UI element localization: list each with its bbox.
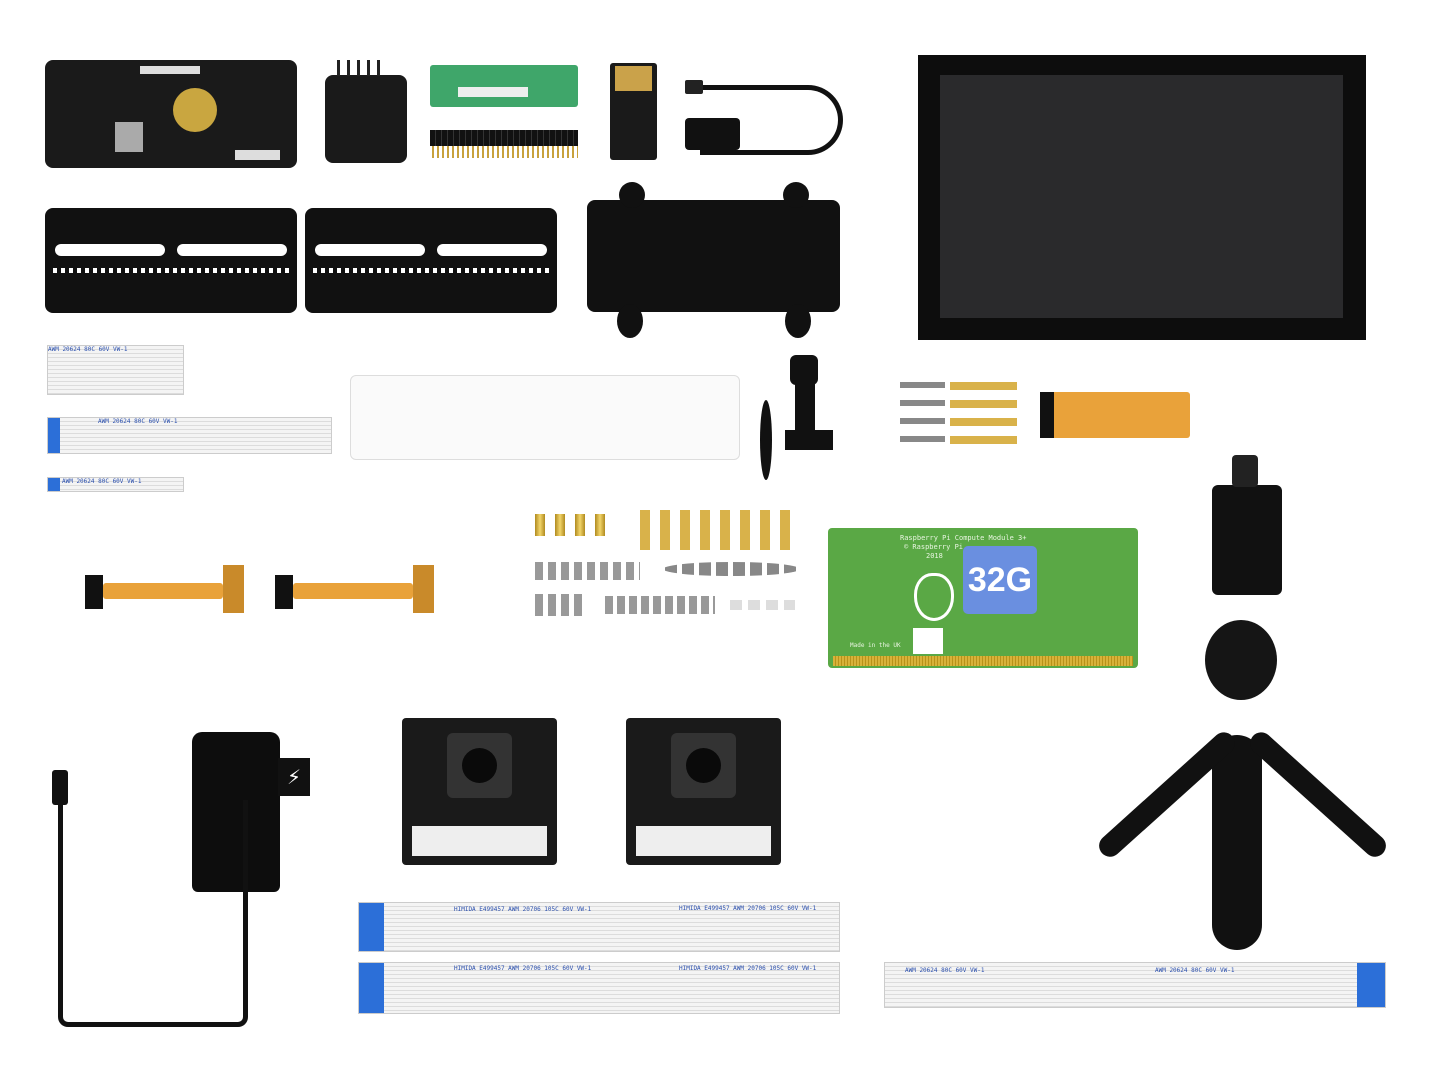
otg-cable <box>700 85 843 155</box>
raspberry-logo <box>914 573 954 621</box>
display-screen <box>940 75 1343 318</box>
io-board <box>45 60 297 168</box>
cable-print: AWM 20624 80C 60V VW-1 <box>905 967 985 974</box>
gpio-board <box>430 65 578 107</box>
pin-header <box>337 60 387 76</box>
hdmi-port <box>615 66 652 91</box>
display-ffc: AWM 20624 80C 60V VW-1 AWM 20624 80C 60V … <box>884 962 1386 1008</box>
ffc-cable-long: AWM 20624 80C 60V VW-1 <box>47 417 332 454</box>
cable-print: AWM 20624 80C 60V VW-1 <box>48 346 128 353</box>
touch-display <box>918 55 1366 340</box>
camera-ffc-1: HIMIDA E499457 AWM 20706 105C 60V VW-1 HI… <box>358 902 840 952</box>
connector <box>140 66 200 74</box>
cable-print: HIMIDA E499457 AWM 20706 105C 60V VW-1 <box>454 965 592 972</box>
battery-holder <box>173 88 217 132</box>
display-fpc <box>1040 392 1190 438</box>
acrylic-plate-middle <box>305 208 557 313</box>
cable-print: HIMIDA E499457 AWM 20706 105C 60V VW-1 <box>679 965 817 972</box>
ffc-cable-short: AWM 20624 80C 60V VW-1 <box>47 345 184 395</box>
tripod-mount <box>760 355 835 480</box>
hardware-set <box>535 510 800 620</box>
standoffs-set <box>950 378 1017 448</box>
cable-print: AWM 20624 80C 60V VW-1 <box>62 478 142 485</box>
connector <box>458 87 528 97</box>
hdmi-adapter <box>610 63 657 160</box>
usb-plug <box>685 118 740 150</box>
pin-header <box>430 130 578 146</box>
qr-label <box>913 628 943 654</box>
dc-plug <box>52 770 68 805</box>
cable-print: HIMIDA E499457 AWM 20706 105C 60V VW-1 <box>679 905 817 912</box>
cable-print: HIMIDA E499457 AWM 20706 105C 60V VW-1 <box>454 906 592 913</box>
edge-connector <box>833 656 1133 666</box>
board-year: 2018 <box>926 552 943 560</box>
power-adapter <box>192 732 280 892</box>
tripod <box>1057 455 1428 950</box>
compute-module-board: Raspberry Pi Compute Module 3+ © Raspber… <box>828 528 1138 668</box>
camera-board-2 <box>626 718 781 865</box>
capacity-badge: 32G <box>963 546 1037 614</box>
capacity-text: 32G <box>967 560 1033 599</box>
board-title: Raspberry Pi Compute Module 3+ <box>900 534 1027 542</box>
camera-fpc-2 <box>275 565 434 613</box>
pin-header-pins <box>432 146 578 158</box>
camera-board-1 <box>402 718 557 865</box>
connector <box>235 150 280 160</box>
made-in-text: Made in the UK <box>850 642 901 649</box>
board-copyright: © Raspberry Pi <box>904 543 964 551</box>
adapter-board <box>325 60 407 163</box>
screws-small <box>900 378 945 448</box>
cable-print: AWM 20624 80C 60V VW-1 <box>1155 967 1235 974</box>
power-prongs: ⚡ <box>278 758 310 796</box>
clear-acrylic-plate <box>350 375 740 460</box>
micro-usb-plug <box>685 80 703 94</box>
cable-print: AWM 20624 80C 60V VW-1 <box>98 418 178 425</box>
sd-slot <box>115 122 143 152</box>
power-cable <box>58 800 248 1027</box>
acrylic-plate-right <box>587 182 840 338</box>
acrylic-plate-left <box>45 208 297 313</box>
camera-ffc-2: HIMIDA E499457 AWM 20706 105C 60V VW-1 HI… <box>358 962 840 1014</box>
camera-fpc-1 <box>85 565 244 613</box>
ffc-cable-mini: AWM 20624 80C 60V VW-1 <box>47 477 184 492</box>
